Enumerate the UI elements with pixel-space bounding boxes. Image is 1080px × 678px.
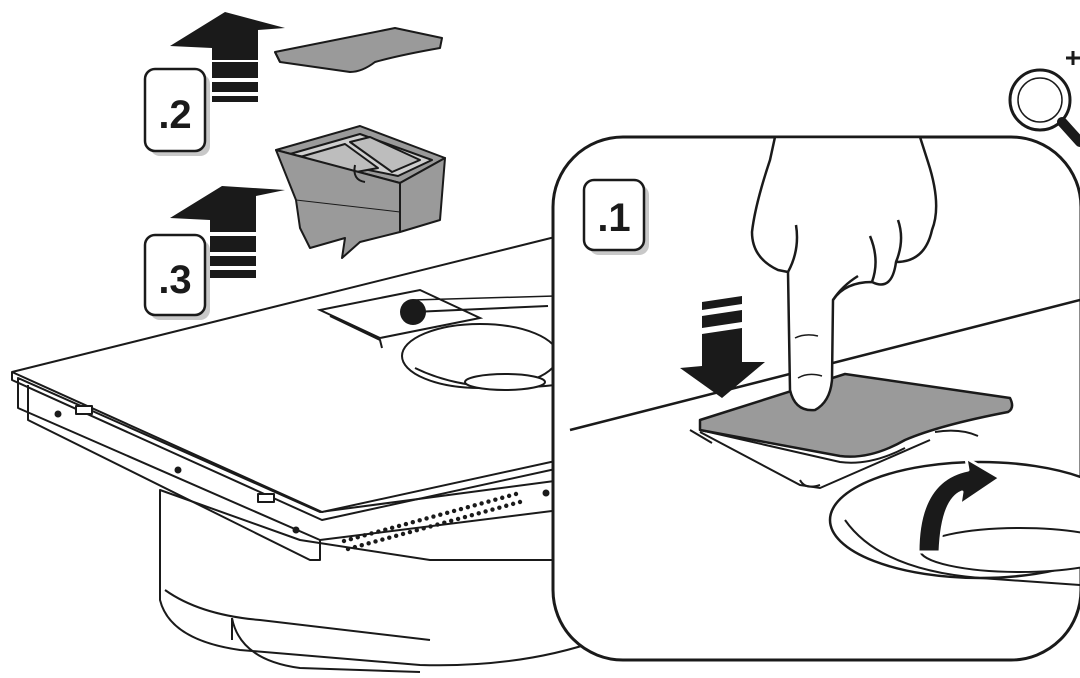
grease-filter-mat [275, 28, 442, 72]
vent-hole [442, 520, 446, 524]
vent-hole [366, 541, 370, 545]
vent-hole [369, 531, 373, 535]
magnifier-plus-icon [1010, 51, 1080, 142]
vent-hole [507, 494, 511, 498]
vent-hole [493, 497, 497, 501]
vent-hole [346, 547, 350, 551]
vent-hole [435, 522, 439, 526]
vent-hole [483, 509, 487, 513]
vent-hole [411, 520, 415, 524]
vent-hole [362, 533, 366, 537]
vent-hole [456, 517, 460, 521]
cooktop [12, 237, 600, 672]
vent-hole [479, 501, 483, 505]
vent-hole [445, 511, 449, 515]
vent-hole [466, 505, 470, 509]
filter-basket [276, 126, 445, 258]
vent-hole [449, 519, 453, 523]
vent-hole [470, 513, 474, 517]
vent-hole [373, 539, 377, 543]
vent-hole [514, 492, 518, 496]
vent-hole [353, 545, 357, 549]
vent-hole [401, 532, 405, 536]
vent-hole [438, 512, 442, 516]
vent-hole [342, 539, 346, 543]
step-1-badge: .1 [584, 180, 649, 255]
vent-hole [477, 511, 481, 515]
vent-hole [486, 499, 490, 503]
vent-hole [397, 524, 401, 528]
vent-hole [380, 537, 384, 541]
vent-hole [473, 503, 477, 507]
vent-hole [383, 528, 387, 532]
step-1-label: .1 [597, 196, 630, 240]
vent-hole [404, 522, 408, 526]
vent-hole [394, 534, 398, 538]
vent-hole [431, 514, 435, 518]
vent-hole [500, 496, 504, 500]
vent-hole [349, 537, 353, 541]
vent-hole [390, 526, 394, 530]
step-3-label: .3 [158, 258, 191, 302]
vent-hole [511, 502, 515, 506]
step-3-badge: .3 [145, 235, 210, 320]
vent-hole [452, 509, 456, 513]
vent-hole [518, 500, 522, 504]
vent-hole [360, 543, 364, 547]
step-2-badge: .2 [145, 69, 210, 156]
vent-hole [421, 526, 425, 530]
detail-callout: .1 [553, 137, 1080, 660]
vent-hole [459, 507, 463, 511]
vent-hole [415, 528, 419, 532]
vent-hole [376, 529, 380, 533]
vent-hole [408, 530, 412, 534]
vent-hole [387, 536, 391, 540]
vent-hole [504, 504, 508, 508]
vent-hole [497, 505, 501, 509]
vent-hole [417, 518, 421, 522]
vent-hole [428, 524, 432, 528]
vent-hole [490, 507, 494, 511]
vent-hole [424, 516, 428, 520]
step-2-label: .2 [158, 93, 191, 137]
step-2-group: .2 [145, 12, 442, 156]
vent-hole [356, 535, 360, 539]
vent-hole [463, 515, 467, 519]
